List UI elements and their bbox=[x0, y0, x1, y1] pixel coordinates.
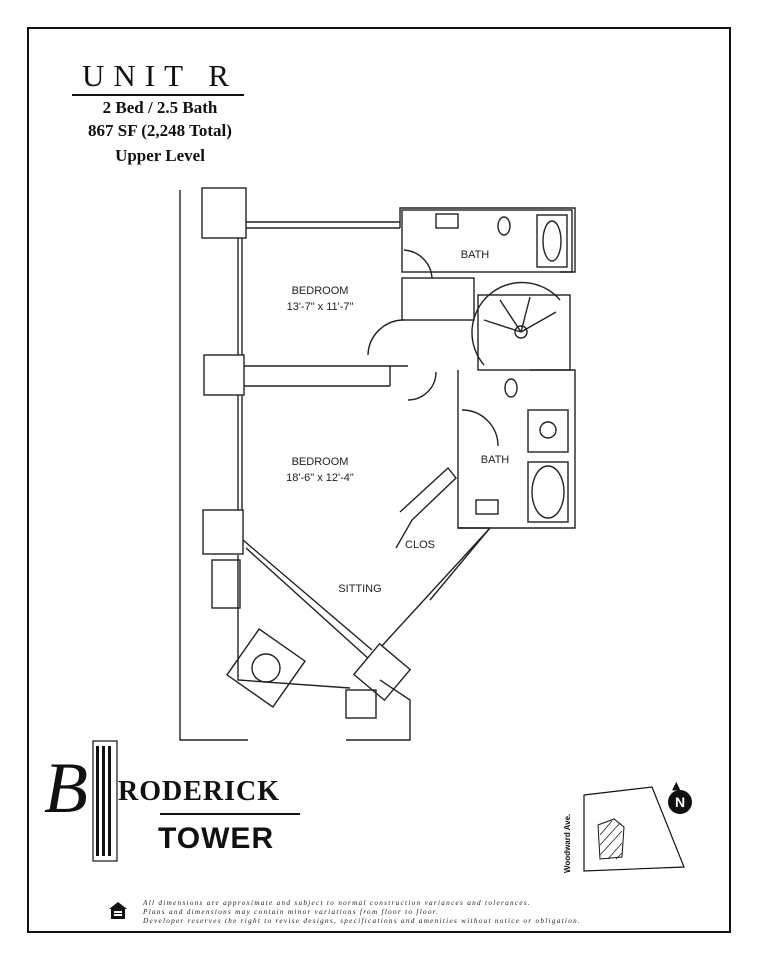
north-badge: N bbox=[668, 790, 692, 814]
room-dims-bedroom-1: 13'-7" x 11'-7" bbox=[287, 301, 354, 313]
unit-title: UNIT R bbox=[82, 58, 238, 93]
key-plan bbox=[583, 786, 685, 872]
beds-baths: 2 Bed / 2.5 Bath bbox=[102, 98, 218, 117]
disclaimer-line-2: Plans and dimensions may contain minor v… bbox=[143, 908, 440, 916]
room-label-bedroom-2: BEDROOM bbox=[292, 456, 349, 468]
title-rule bbox=[72, 94, 244, 96]
room-label-bedroom-1: BEDROOM bbox=[292, 285, 349, 297]
tower-logo-icon bbox=[92, 740, 118, 862]
disclaimer-line-1: All dimensions are approximate and subje… bbox=[143, 899, 532, 907]
room-label-bath-upper: BATH bbox=[461, 249, 490, 261]
brand-rule bbox=[160, 813, 300, 815]
room-dims-bedroom-2: 18'-6" x 12'-4" bbox=[286, 472, 354, 484]
page-frame bbox=[27, 27, 731, 933]
equal-housing-icon bbox=[109, 902, 127, 919]
unit-level: Upper Level bbox=[115, 146, 205, 165]
brand-name-second: TOWER bbox=[158, 822, 275, 855]
unit-area: 867 SF (2,248 Total) bbox=[88, 121, 232, 140]
brand-initial: B bbox=[44, 748, 88, 828]
street-label: Woodward Ave. bbox=[563, 813, 572, 873]
room-label-sitting: SITTING bbox=[338, 583, 381, 595]
room-label-closet: CLOS bbox=[405, 539, 435, 551]
disclaimer-line-3: Developer reserves the right to revise d… bbox=[143, 917, 582, 925]
brand-name-first: RODERICK bbox=[118, 776, 281, 807]
room-label-bath-lower: BATH bbox=[481, 454, 510, 466]
north-arrow-icon: ▲ bbox=[672, 779, 681, 792]
